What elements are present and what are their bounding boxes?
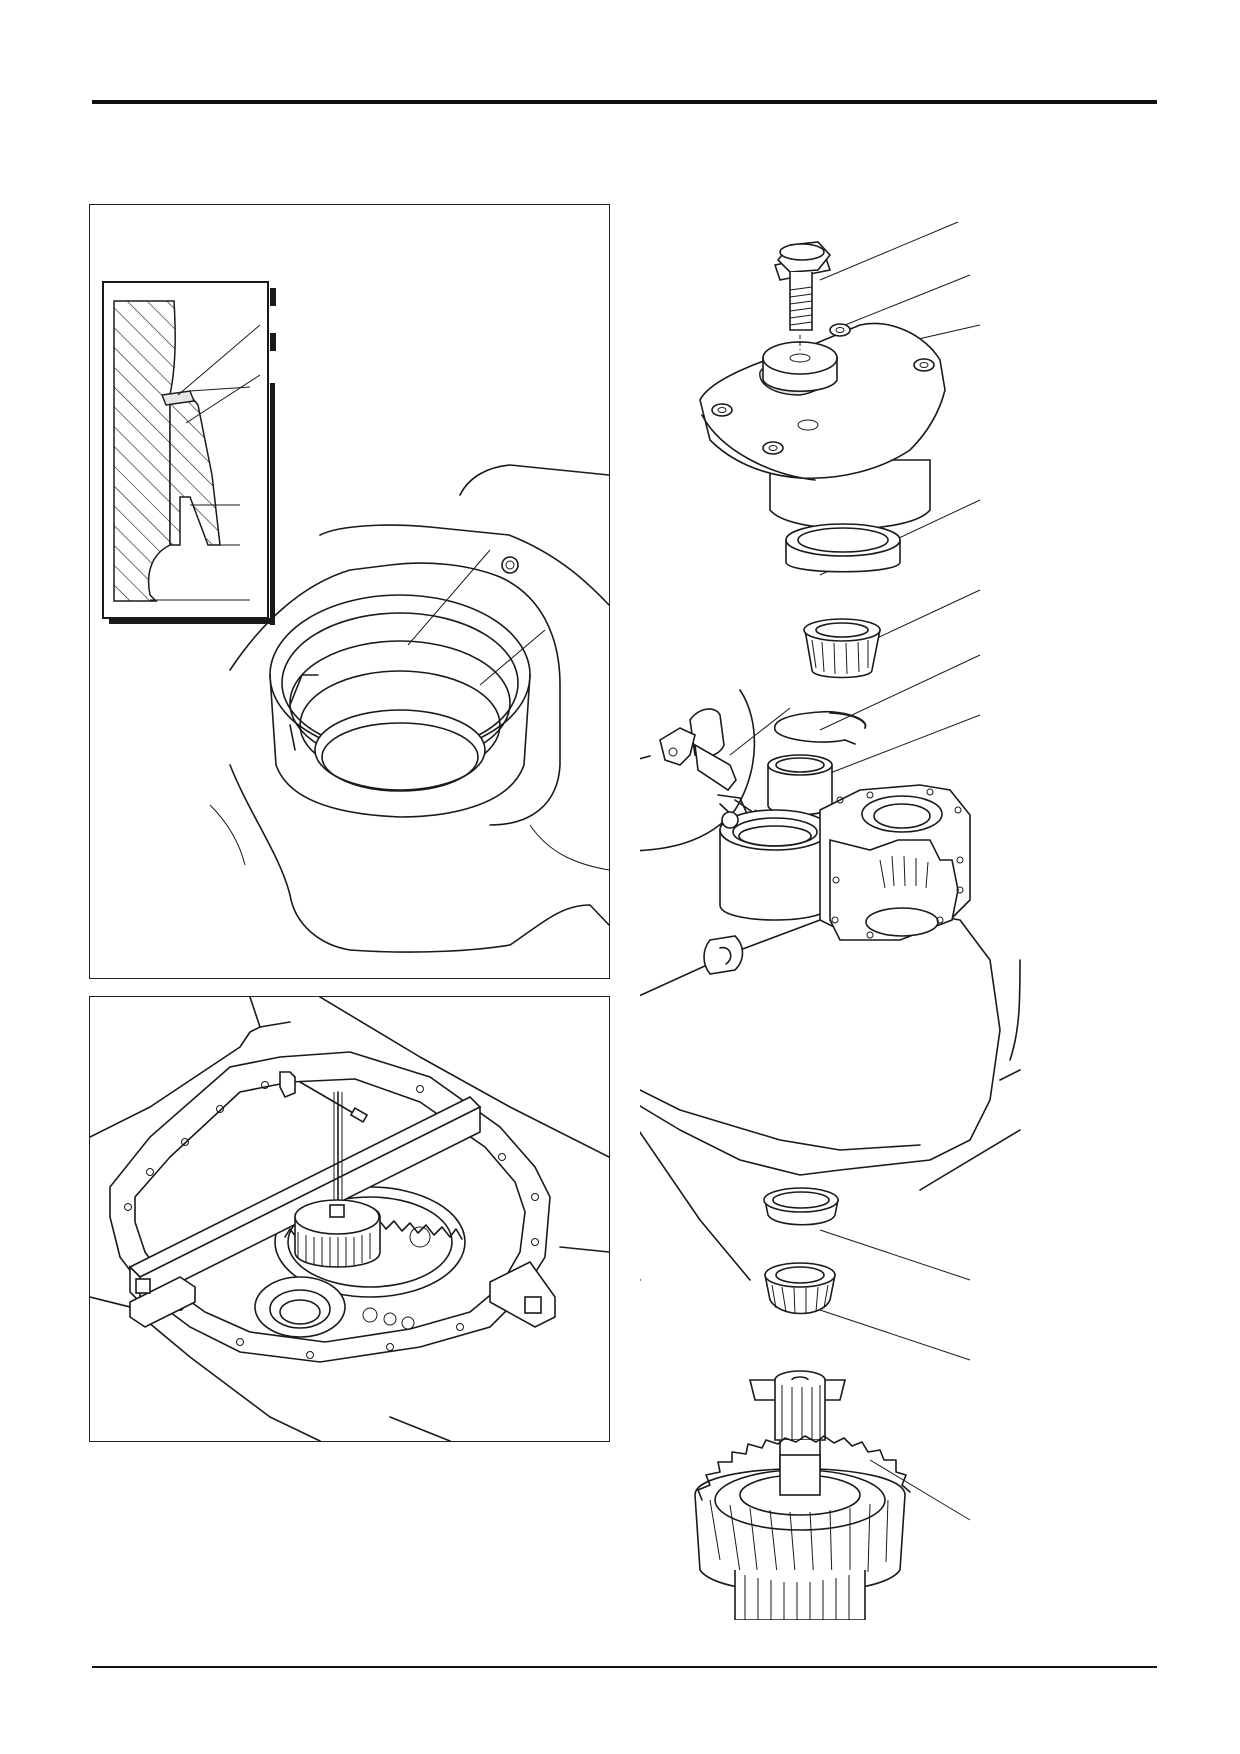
speed-sensor: [640, 689, 756, 852]
bearing-race: [254, 1276, 346, 1338]
tapered-bearing-lower: [764, 1262, 836, 1315]
bearing-cup-ring: [785, 523, 901, 573]
transfer-case-housing: [640, 784, 1021, 1281]
bearing-cup-section-drawing: [102, 281, 609, 953]
section-inset: [102, 281, 276, 625]
gear-puller-drawing: [90, 997, 609, 1441]
puller-tool: [128, 1071, 556, 1328]
lower-spacer-ring: [763, 1187, 839, 1226]
small-rings: [362, 1226, 431, 1330]
output-flange: [699, 322, 946, 530]
exploded-assembly-drawing: [640, 221, 1021, 1620]
bearing-cup-section-figure: [89, 204, 610, 979]
housing-bore-illustration: [209, 464, 609, 953]
circlip: [774, 710, 867, 745]
output-gear-shaft: [694, 1370, 911, 1620]
tapered-bearing-upper: [803, 618, 881, 679]
gear-puller-figure: [89, 996, 610, 1442]
footer-rule: [92, 1666, 1157, 1668]
flange-bolt: [773, 241, 832, 331]
header-rule: [92, 100, 1157, 104]
